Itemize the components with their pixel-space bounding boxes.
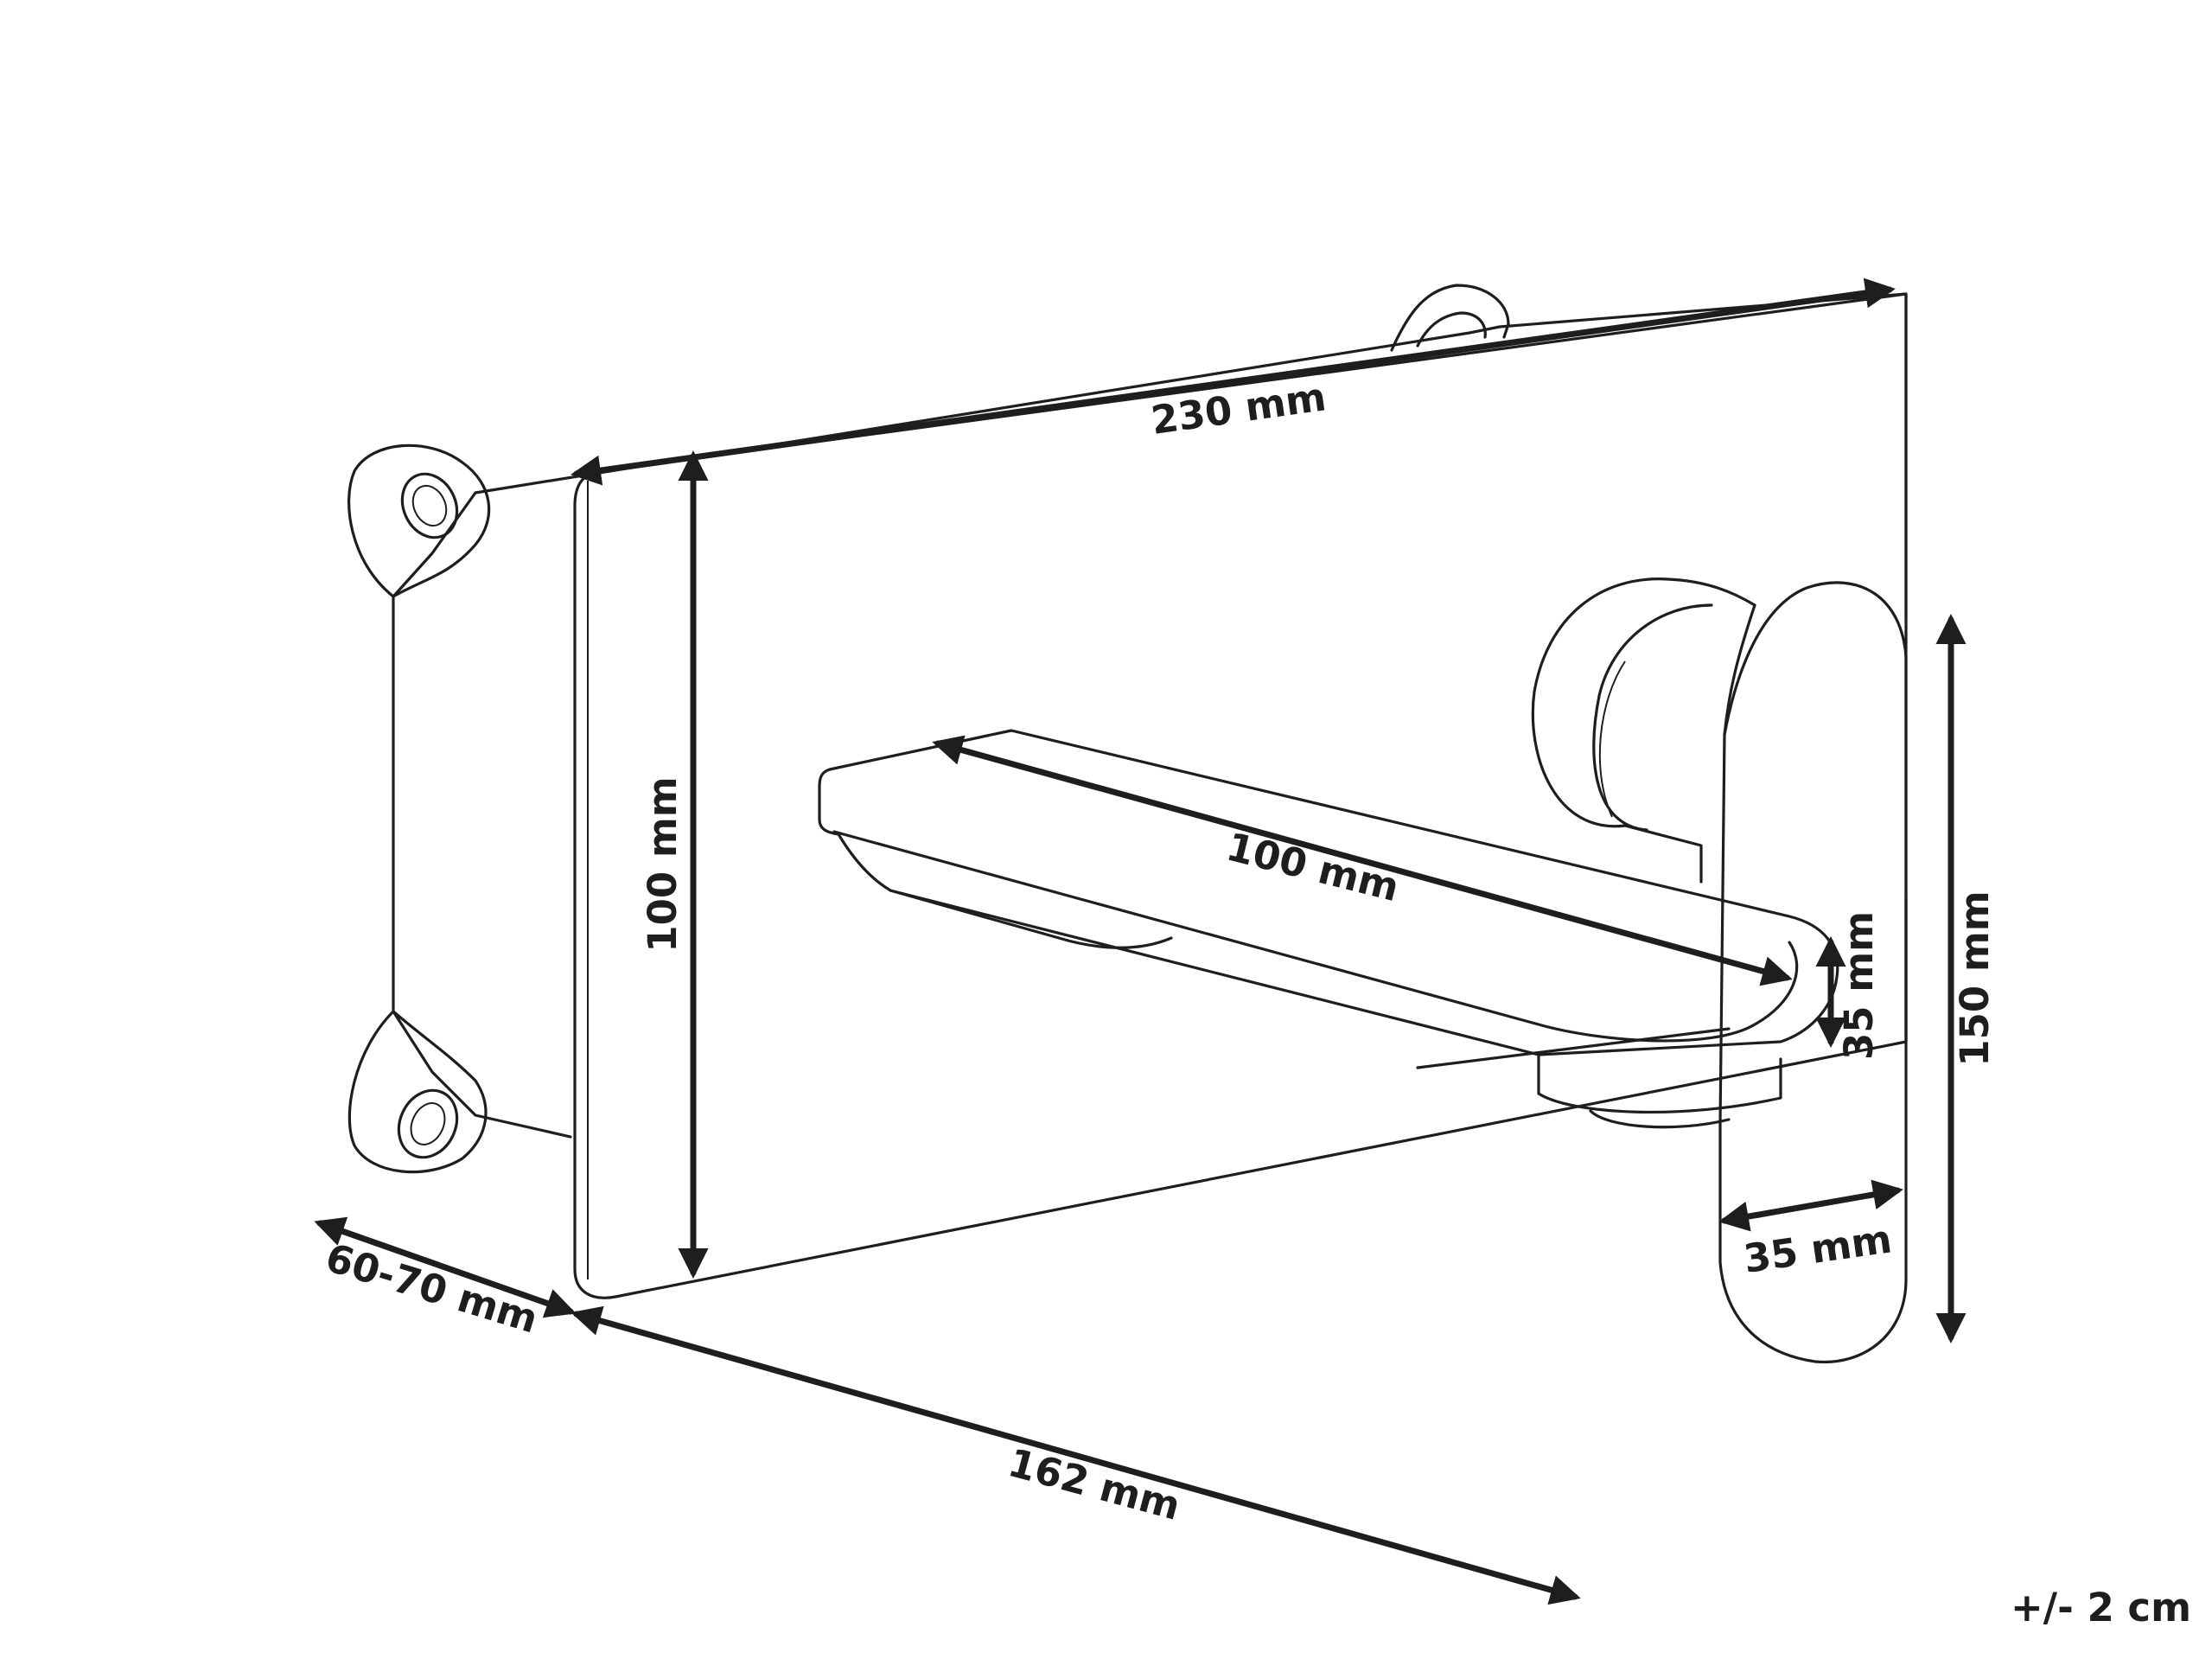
dimension-arrow-projection [571, 1305, 1581, 1605]
dimension-arrow-handle-width [1718, 1179, 1903, 1232]
label-spout-length: 100 mm [1222, 824, 1404, 911]
label-tolerance: +/- 2 cm [2011, 1585, 2191, 1630]
spout [818, 729, 1839, 1129]
label-box-depth: 60-70 mm [321, 1235, 544, 1343]
dimension-arrow-box-depth [314, 1216, 577, 1318]
mounting-lug-bottom-left [347, 1010, 488, 1174]
label-projection: 162 mm [1004, 1439, 1185, 1529]
label-handle-width: 35 mm [1741, 1216, 1895, 1281]
mounting-box [392, 292, 1908, 1139]
label-plate-height: 100 mm [640, 776, 685, 952]
dimension-lines [314, 278, 1967, 1605]
label-total-height: 150 mm [1952, 890, 1998, 1066]
mounting-lug-top-left [347, 443, 491, 598]
label-spout-height: 35 mm [1836, 911, 1882, 1060]
dimension-arrow-spout-length [932, 735, 1793, 986]
mounting-lug-top-right [1390, 284, 1510, 352]
dimension-arrow-width [571, 278, 1896, 486]
